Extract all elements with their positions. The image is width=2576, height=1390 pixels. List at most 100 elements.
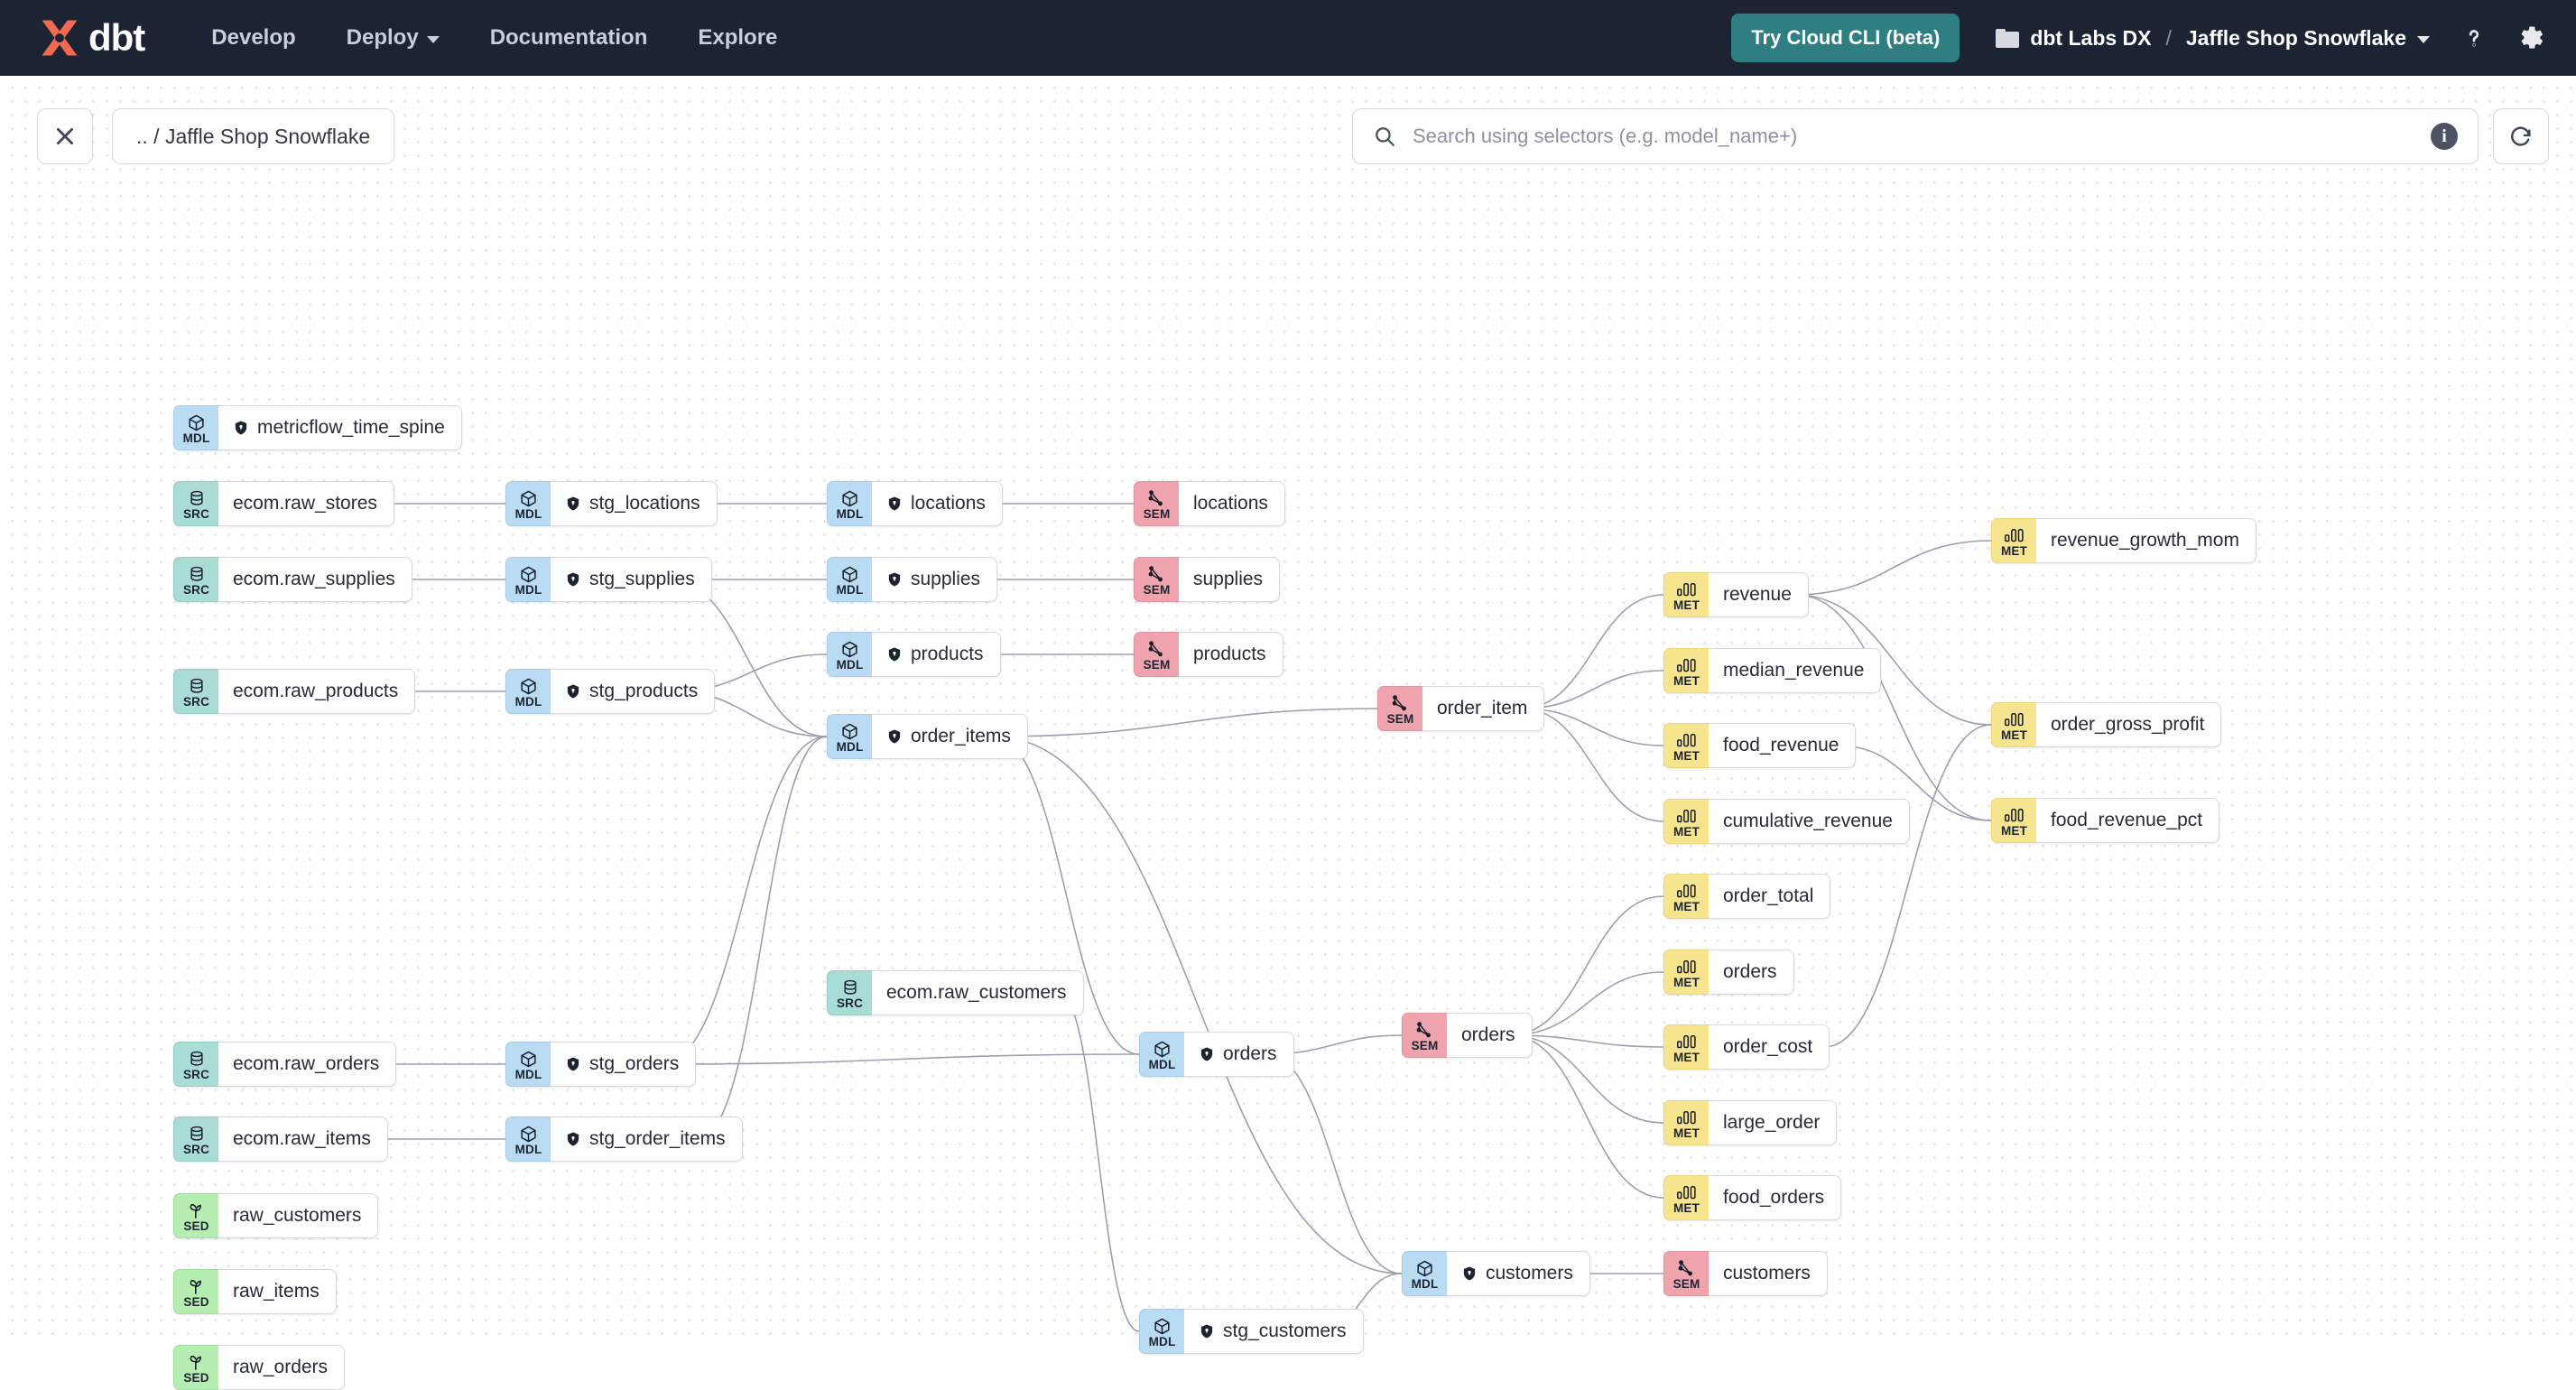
- node-type-badge-met: MET: [1663, 799, 1709, 844]
- lineage-canvas[interactable]: .. / Jaffle Shop Snowflake i MDL metricf…: [0, 76, 2576, 1390]
- node-body: cumulative_revenue: [1709, 799, 1910, 844]
- graph-node-met_food_orders[interactable]: MET food_orders: [1663, 1175, 1842, 1220]
- node-type-code: MDL: [1411, 1276, 1439, 1291]
- shield-icon: [1199, 1323, 1215, 1339]
- graph-node-met_order_gross_profit[interactable]: MET order_gross_profit: [1991, 702, 2222, 747]
- graph-node-src_raw_items[interactable]: SRC ecom.raw_items: [173, 1117, 388, 1162]
- node-type-code: MET: [2000, 823, 2028, 838]
- account-project-breadcrumb: dbt Labs DX / Jaffle Shop Snowflake: [1996, 26, 2430, 51]
- graph-node-met_food_revenue_pct[interactable]: MET food_revenue_pct: [1991, 798, 2220, 843]
- graph-node-mdl_customers[interactable]: MDL customers: [1402, 1251, 1590, 1296]
- nav-link-explore-label: Explore: [698, 25, 778, 50]
- graph-node-stg_supplies[interactable]: MDL stg_supplies: [505, 557, 712, 602]
- node-type-code: SRC: [182, 1067, 210, 1081]
- search-bar[interactable]: i: [1352, 108, 2479, 164]
- node-type-code: SED: [183, 1294, 209, 1309]
- graph-node-met_food_revenue[interactable]: MET food_revenue: [1663, 723, 1857, 768]
- refresh-button[interactable]: [2493, 108, 2549, 164]
- node-label: order_gross_profit: [2051, 714, 2205, 735]
- node-type-code: MDL: [514, 1142, 542, 1156]
- node-type-code: MET: [1673, 824, 1700, 839]
- graph-node-met_revenue[interactable]: MET revenue: [1663, 572, 1809, 617]
- nav-link-explore[interactable]: Explore: [698, 25, 777, 51]
- node-body: metricflow_time_spine: [218, 405, 462, 450]
- breadcrumb[interactable]: .. / Jaffle Shop Snowflake: [112, 108, 395, 164]
- graph-node-met_revenue_growth_mom[interactable]: MET revenue_growth_mom: [1991, 518, 2256, 563]
- graph-node-mdl_orders[interactable]: MDL orders: [1139, 1032, 1294, 1077]
- search-input[interactable]: [1411, 124, 2416, 149]
- graph-node-stg_customers[interactable]: MDL stg_customers: [1139, 1309, 1364, 1354]
- nav-link-deploy[interactable]: Deploy: [347, 25, 440, 51]
- graph-node-mdl_locations[interactable]: MDL locations: [827, 481, 1003, 526]
- graph-node-sem_supplies[interactable]: SEM supplies: [1134, 557, 1281, 602]
- graph-node-src_raw_products[interactable]: SRC ecom.raw_products: [173, 669, 416, 714]
- gear-icon[interactable]: [2518, 24, 2545, 51]
- node-body: stg_order_items: [551, 1117, 743, 1162]
- cube-icon: [519, 489, 538, 508]
- graph-node-met_orders[interactable]: MET orders: [1663, 950, 1797, 995]
- node-label: locations: [1193, 493, 1268, 514]
- node-type-badge-sed: SED: [173, 1193, 218, 1238]
- node-label: stg_orders: [589, 1053, 680, 1074]
- node-type-badge-src: SRC: [173, 481, 218, 526]
- nav-link-documentation[interactable]: Documentation: [490, 25, 648, 51]
- node-type-code: MDL: [182, 431, 210, 445]
- chevron-down-icon[interactable]: [2417, 35, 2430, 43]
- graph-node-stg_locations[interactable]: MDL stg_locations: [505, 481, 718, 526]
- graph-node-src_raw_customers[interactable]: SRC ecom.raw_customers: [827, 970, 1084, 1015]
- node-label: ecom.raw_stores: [233, 493, 377, 514]
- graph-node-sem_orders[interactable]: SEM orders: [1402, 1013, 1533, 1058]
- graph-node-sem_locations[interactable]: SEM locations: [1134, 481, 1285, 526]
- node-label: food_revenue: [1723, 735, 1839, 755]
- graph-node-mdl_products[interactable]: MDL products: [827, 632, 1001, 677]
- graph-node-src_raw_supplies[interactable]: SRC ecom.raw_supplies: [173, 557, 412, 602]
- node-body: customers: [1709, 1251, 1828, 1296]
- graph-node-sed_raw_orders[interactable]: SED raw_orders: [173, 1345, 346, 1390]
- account-name[interactable]: dbt Labs DX: [2030, 25, 2152, 50]
- graph-node-src_raw_stores[interactable]: SRC ecom.raw_stores: [173, 481, 394, 526]
- node-body: orders: [1447, 1013, 1533, 1058]
- graph-node-sem_order_item[interactable]: SEM order_item: [1377, 686, 1545, 731]
- close-button[interactable]: [37, 108, 93, 164]
- project-name[interactable]: Jaffle Shop Snowflake: [2185, 25, 2406, 50]
- help-icon[interactable]: [2460, 24, 2488, 51]
- cube-icon: [519, 1125, 538, 1144]
- graph-node-met_order_cost[interactable]: MET order_cost: [1663, 1024, 1830, 1070]
- graph-nodes-icon: [1677, 1259, 1696, 1278]
- node-type-badge-src: SRC: [173, 1042, 218, 1087]
- graph-node-sem_products[interactable]: SEM products: [1134, 632, 1283, 677]
- node-label: orders: [1723, 961, 1777, 982]
- node-body: orders: [1709, 950, 1794, 995]
- try-cloud-cli-button[interactable]: Try Cloud CLI (beta): [1731, 14, 1960, 62]
- node-type-badge-mdl: MDL: [505, 1117, 551, 1162]
- graph-node-src_raw_orders[interactable]: SRC ecom.raw_orders: [173, 1042, 397, 1087]
- bar-chart-icon: [1676, 731, 1697, 750]
- graph-node-met_order_total[interactable]: MET order_total: [1663, 874, 1831, 919]
- graph-node-mdl_order_items[interactable]: MDL order_items: [827, 714, 1028, 759]
- node-type-badge-mdl: MDL: [1402, 1251, 1447, 1296]
- node-type-badge-mdl: MDL: [505, 481, 551, 526]
- graph-node-met_large_order[interactable]: MET large_order: [1663, 1100, 1838, 1145]
- node-type-code: MET: [1673, 1050, 1700, 1064]
- graph-node-stg_orders[interactable]: MDL stg_orders: [505, 1042, 697, 1087]
- node-body: food_orders: [1709, 1175, 1842, 1220]
- graph-node-metricflow_time_spine[interactable]: MDL metricflow_time_spine: [173, 405, 462, 450]
- graph-node-met_median_revenue[interactable]: MET median_revenue: [1663, 648, 1882, 693]
- node-body: large_order: [1709, 1100, 1838, 1145]
- graph-node-stg_products[interactable]: MDL stg_products: [505, 669, 716, 714]
- info-icon[interactable]: i: [2431, 123, 2458, 150]
- lineage-edge: [1794, 540, 1992, 596]
- lineage-edge: [1058, 992, 1140, 1332]
- graph-node-sed_raw_items[interactable]: SED raw_items: [173, 1269, 337, 1314]
- nav-link-develop[interactable]: Develop: [211, 25, 295, 51]
- dbt-logo[interactable]: dbt: [36, 14, 145, 61]
- graph-node-sed_raw_customers[interactable]: SED raw_customers: [173, 1193, 379, 1238]
- graph-node-met_cumulative_revenue[interactable]: MET cumulative_revenue: [1663, 799, 1910, 844]
- graph-node-mdl_supplies[interactable]: MDL supplies: [827, 557, 998, 602]
- graph-node-stg_order_items[interactable]: MDL stg_order_items: [505, 1117, 743, 1162]
- bar-chart-icon: [2004, 710, 2025, 729]
- bar-chart-icon: [1676, 1108, 1697, 1127]
- graph-node-sem_customers[interactable]: SEM customers: [1663, 1251, 1828, 1296]
- database-icon: [188, 677, 206, 696]
- node-label: raw_items: [233, 1281, 320, 1302]
